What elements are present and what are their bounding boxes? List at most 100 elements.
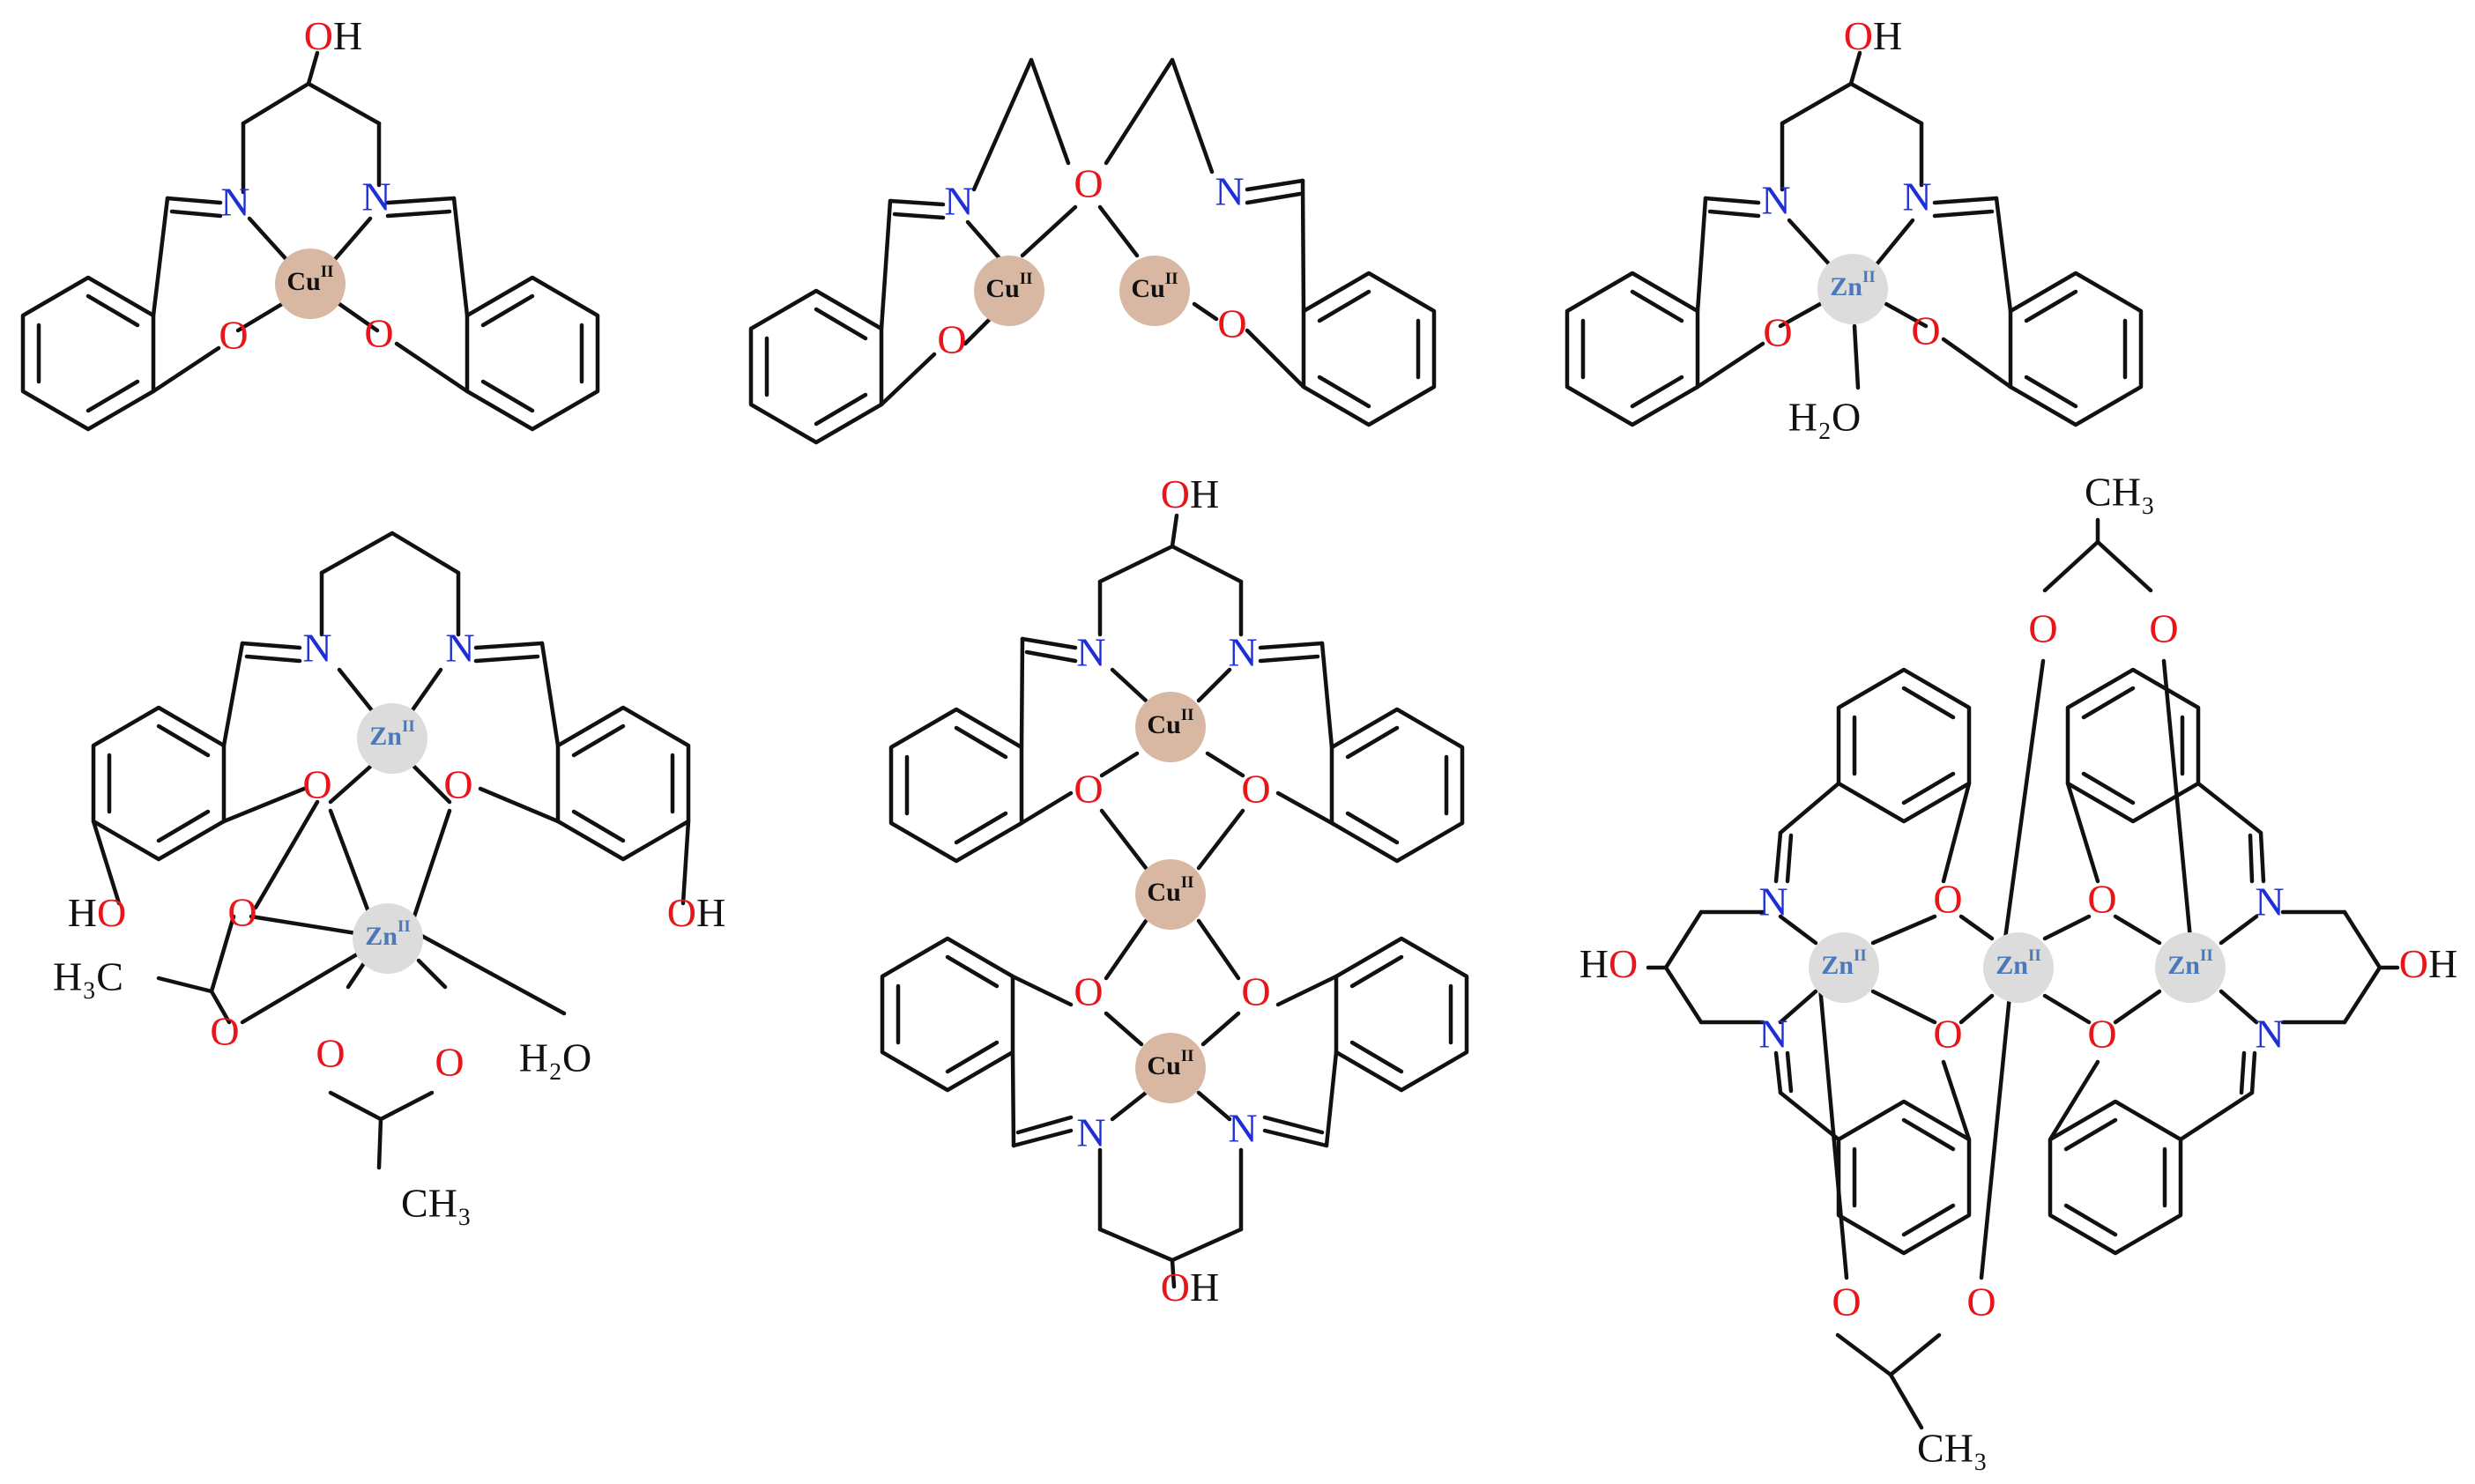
metal-center-cu [1135, 692, 1206, 762]
benzene-ring [91, 705, 227, 862]
oxygen-label: O [1074, 161, 1103, 206]
benzene-ring [888, 707, 1024, 864]
metal-center-zn [357, 703, 427, 774]
benzene-ring [2008, 271, 2144, 427]
methyl-label: H₃C [53, 954, 123, 999]
nitrogen-label: N [1076, 1110, 1105, 1155]
hydroxyl-label: OH [1844, 13, 1902, 58]
methyl-label: CH₃ [401, 1181, 472, 1226]
nitrogen-label: N [1902, 174, 1931, 219]
oxygen-label: O [435, 1040, 464, 1085]
structure-3-zn-complex: ZnII OH N N O O H₂O [1565, 13, 2144, 440]
metal-label-zn: ZnII [365, 917, 411, 951]
structure-6-trizn-complex: ZnII ZnII ZnII CH₃ CH₃ HO OH N N N N O O… [1579, 470, 2457, 1471]
oxygen-label: O [2149, 606, 2178, 651]
oxygen-label: O [364, 311, 393, 356]
metal-label-zn: ZnII [1996, 946, 2041, 980]
benzene-ring [20, 275, 156, 432]
methyl-label: CH₃ [2085, 470, 2155, 515]
metal-center-zn [1809, 932, 1879, 1003]
nitrogen-label: N [1758, 1012, 1788, 1057]
benzene-ring [1565, 271, 1700, 427]
metal-center-cu [275, 249, 346, 319]
nitrogen-label: N [361, 174, 390, 219]
benzene-ring [1329, 707, 1465, 864]
metal-center-cu [1135, 1033, 1206, 1103]
metal-center-zn [353, 903, 423, 974]
oxygen-label: O [210, 1009, 239, 1054]
nitrogen-label: N [220, 180, 249, 225]
metal-label-cu: CuII [1147, 873, 1193, 907]
oxygen-label: O [227, 890, 256, 935]
oxygen-label: O [316, 1031, 345, 1076]
benzene-ring [1836, 1099, 1972, 1256]
benzene-ring [2065, 667, 2201, 824]
hydroxyl-label: HO [1579, 941, 1638, 986]
oxygen-label: O [1933, 877, 1962, 922]
benzene-ring [465, 275, 600, 432]
oxygen-label: O [1241, 767, 1270, 812]
metal-center-cu [1135, 859, 1206, 930]
nitrogen-label: N [1076, 630, 1105, 675]
metal-center-zn [1983, 932, 2054, 1003]
benzene-ring [1334, 936, 1469, 1093]
metal-label-cu: CuII [1147, 1047, 1193, 1080]
oxygen-label: O [1933, 1012, 1962, 1057]
oxygen-label: O [1966, 1280, 1996, 1324]
hydroxyl-label: HO [68, 890, 126, 935]
nitrogen-label: N [1761, 178, 1790, 223]
benzene-ring [880, 936, 1015, 1093]
metal-label-cu: CuII [286, 263, 333, 296]
water-label: H₂O [1788, 395, 1861, 440]
metal-center-zn [2155, 932, 2226, 1003]
methyl-label: CH₃ [1917, 1426, 1988, 1471]
structure-1-cu-complex: CuII OH N N O O [20, 13, 600, 432]
metal-label-cu: CuII [985, 270, 1032, 303]
oxygen-label: O [1074, 969, 1103, 1014]
oxygen-label: O [2087, 877, 2116, 922]
oxygen-label: O [1074, 767, 1103, 812]
oxygen-label: O [443, 762, 472, 807]
benzene-ring [555, 705, 691, 862]
hydroxyl-label: OH [304, 13, 362, 58]
oxygen-label: O [1241, 969, 1270, 1014]
nitrogen-label: N [1228, 630, 1257, 675]
oxygen-label: O [219, 313, 248, 358]
oxygen-label: O [1763, 310, 1792, 355]
metal-label-cu: CuII [1131, 270, 1178, 303]
nitrogen-label: N [1228, 1106, 1257, 1151]
hydroxyl-label: OH [1161, 1265, 1219, 1310]
oxygen-label: O [2028, 606, 2057, 651]
metal-label-zn: ZnII [1830, 268, 1876, 301]
nitrogen-label: N [445, 626, 474, 671]
metal-center-cu [1119, 256, 1190, 326]
nitrogen-label: N [944, 179, 973, 224]
oxygen-label: O [937, 317, 966, 362]
water-label: H₂O [519, 1035, 591, 1080]
benzene-ring [1301, 271, 1437, 427]
oxygen-label: O [2087, 1012, 2116, 1057]
metal-label-zn: ZnII [369, 717, 415, 751]
nitrogen-label: N [1215, 169, 1244, 214]
nitrogen-label: N [302, 626, 331, 671]
hydroxyl-label: OH [667, 890, 725, 935]
benzene-ring [2048, 1099, 2183, 1256]
benzene-ring [748, 288, 884, 445]
hydroxyl-label: OH [2399, 941, 2457, 986]
metal-label-zn: ZnII [2167, 946, 2213, 980]
structure-4-dizn-complex: ZnII ZnII N N O O O O O O HO OH H₃C H₂O … [53, 531, 725, 1226]
structure-5-tricu-complex: CuII CuII CuII OH OH N N N N O O O O [880, 471, 1469, 1310]
oxygen-label: O [1217, 301, 1246, 346]
metal-center-zn [1817, 254, 1888, 324]
structure-2-dicu-complex: CuII CuII N N O O O [748, 57, 1437, 445]
hydroxyl-label: OH [1161, 471, 1219, 516]
nitrogen-label: N [2255, 879, 2284, 924]
nitrogen-label: N [2255, 1012, 2284, 1057]
oxygen-label: O [1911, 308, 1940, 353]
oxygen-label: O [302, 762, 331, 807]
nitrogen-label: N [1758, 879, 1788, 924]
metal-center-cu [974, 256, 1044, 326]
metal-label-cu: CuII [1147, 706, 1193, 739]
metal-label-zn: ZnII [1821, 946, 1867, 980]
